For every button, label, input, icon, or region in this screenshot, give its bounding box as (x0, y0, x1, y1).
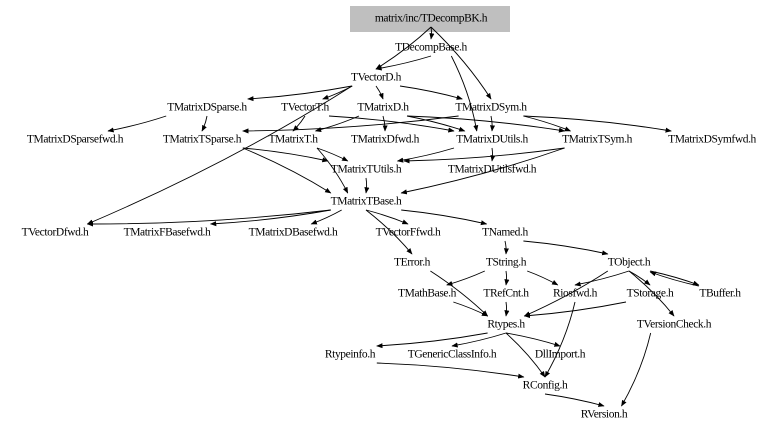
node-TDecompBase[interactable]: TDecompBase.h (395, 42, 468, 54)
edge-TMatrixDUtils-to-TMatrixDUtilsfwd (490, 147, 496, 162)
node-RConfig[interactable]: RConfig.h (523, 380, 569, 392)
edge-Rtypes-to-DllImport (505, 332, 561, 347)
edge-TNamed-to-TString (503, 240, 509, 255)
edge-TString-to-TRefCnt (504, 270, 510, 286)
root-node-label[interactable]: matrix/inc/TDecompBK.h (375, 13, 488, 25)
edge-TStorage-to-Rtypes (523, 301, 627, 319)
node-TNamed[interactable]: TNamed.h (482, 227, 529, 239)
edge-Rtypes-to-Rtypeinfo (376, 332, 488, 349)
node-TMatrixDUtils[interactable]: TMatrixDUtils.h (456, 134, 529, 146)
node-TBuffer[interactable]: TBuffer.h (699, 288, 741, 300)
edge-TMatrixD-to-TMatrixDfwd (382, 115, 388, 132)
edge-TString-to-Riosfwd (527, 270, 559, 286)
node-DllImport[interactable]: DllImport.h (535, 349, 586, 361)
edge-TVectorD-to-TMatrixD (375, 85, 384, 100)
edge-TVectorD-to-TVectorDfwd (86, 85, 353, 225)
node-TMatrixTBase[interactable]: TMatrixTBase.h (331, 196, 403, 208)
edge-TString-to-TMathBase (446, 270, 485, 286)
node-Rtypeinfo[interactable]: Rtypeinfo.h (325, 349, 376, 361)
node-TString[interactable]: TString.h (486, 257, 527, 269)
edge-root-to-TVectorD (375, 26, 432, 70)
edge-TMatrixTBase-to-TVectorDfwd (86, 209, 331, 227)
edge-TObject-to-Riosfwd (574, 270, 630, 287)
node-TRefCnt[interactable]: TRefCnt.h (483, 288, 529, 300)
edge-TMatrixDUtils-to-TMatrixTUtils (396, 147, 455, 163)
edge-TObject-to-TBuffer (650, 270, 700, 286)
edge-TVectorT-to-TMatrixDUtils (328, 115, 455, 133)
node-TMatrixDSym[interactable]: TMatrixDSym.h (455, 102, 527, 114)
edge-TVectorD-to-TMatrixDSym (399, 85, 463, 100)
edge-TMatrixTSparse-to-TMatrixTBase (242, 147, 332, 194)
node-TVectorFfwd[interactable]: TVectorFfwd.h (376, 227, 442, 239)
node-TMatrixD[interactable]: TMatrixD.h (357, 102, 409, 114)
node-TMatrixDSymfwd[interactable]: TMatrixDSymfwd.h (668, 134, 757, 146)
node-TStorage[interactable]: TStorage.h (627, 288, 675, 300)
edge-TMatrixDSym-to-TMatrixTSparse (242, 115, 459, 134)
node-TMatrixTSparse[interactable]: TMatrixTSparse.h (163, 134, 242, 146)
node-TMathBase[interactable]: TMathBase.h (398, 288, 457, 300)
edge-root-to-TMatrixDSym (430, 26, 492, 100)
node-TMatrixDSparsefwd[interactable]: TMatrixDSparsefwd.h (27, 134, 124, 146)
edge-TMatrixD-to-TMatrixT (314, 115, 360, 132)
node-Rtypes[interactable]: Rtypes.h (487, 319, 525, 331)
edge-RConfig-to-RVersion (544, 393, 605, 407)
edge-TObject-to-TVersionCheck (628, 270, 675, 317)
node-TGenericClassInfo[interactable]: TGenericClassInfo.h (408, 349, 498, 361)
edge-TVectorD-to-TVectorT (322, 85, 353, 100)
node-RVersion[interactable]: RVersion.h (581, 409, 629, 421)
edge-TVersionCheck-to-RVersion (621, 332, 652, 407)
edge-TMatrixTBase-to-TVectorFfwd (365, 209, 409, 225)
node-TMatrixDfwd[interactable]: TMatrixDfwd.h (351, 134, 420, 146)
edge-TMatrixDSym-to-TMatrixDUtils (490, 115, 496, 132)
node-TMatrixDSparse[interactable]: TMatrixDSparse.h (167, 102, 248, 114)
node-TVectorD[interactable]: TVectorD.h (351, 72, 402, 84)
edge-TMatrixTSym-to-TMatrixTBase (400, 147, 565, 195)
node-TVectorDfwd[interactable]: TVectorDfwd.h (22, 227, 90, 239)
node-TMatrixFBasefwd[interactable]: TMatrixFBasefwd.h (124, 227, 212, 239)
node-TMatrixT[interactable]: TMatrixT.h (268, 134, 318, 146)
edge-TRefCnt-to-Rtypes (504, 301, 510, 317)
edge-Rtypes-to-TGenericClassInfo (451, 332, 507, 348)
edge-TNamed-to-TObject (523, 240, 609, 256)
edge-TMatrixD-to-TMatrixDUtils (406, 115, 466, 132)
edges (86, 26, 700, 407)
edge-TDecompBase-to-TMatrixDUtils (450, 55, 479, 132)
edge-TMatrixTSparse-to-TMatrixTUtils (242, 147, 329, 163)
node-TError[interactable]: TError.h (394, 257, 431, 269)
edge-TMatrixT-to-TMatrixTBase (316, 147, 349, 194)
node-TVectorT[interactable]: TVectorT.h (281, 102, 330, 114)
edge-TMatrixTUtils-to-TMatrixTBase (364, 177, 370, 194)
node-TVersionCheck[interactable]: TVersionCheck.h (637, 319, 712, 331)
edge-TBuffer-to-TObject (649, 271, 699, 287)
edge-TMatrixDSparse-to-TMatrixDSparsefwd (107, 115, 167, 133)
node-TMatrixDUtilsfwd[interactable]: TMatrixDUtilsfwd.h (448, 164, 537, 176)
edge-Rtypeinfo-to-RConfig (376, 362, 525, 379)
edge-Riosfwd-to-RConfig (544, 301, 576, 378)
edge-TMatrixTSym-to-TMatrixTUtils (403, 147, 565, 164)
node-Riosfwd[interactable]: Riosfwd.h (553, 288, 598, 300)
edge-TMatrixD-to-TMatrixTSym (406, 115, 566, 133)
edge-TMatrixTBase-to-TError (365, 209, 413, 255)
edge-Rtypes-to-RConfig (505, 332, 546, 378)
nodes: matrix/inc/TDecompBK.hTDecompBase.hTVect… (22, 13, 757, 421)
edge-TMatrixTBase-to-TMatrixFBasefwd (209, 209, 331, 227)
node-TMatrixTSym[interactable]: TMatrixTSym.h (562, 134, 633, 146)
edge-TMatrixDSparse-to-TMatrixTSparse (201, 115, 208, 132)
edge-TMathBase-to-Rtypes (453, 301, 489, 317)
edge-TObject-to-Rtypes (523, 270, 609, 317)
edge-TDecompBase-to-TVectorD (375, 55, 432, 71)
edge-TMatrixTBase-to-TMatrixDBasefwd (310, 209, 342, 225)
edge-TMatrixTBase-to-TNamed (401, 209, 488, 226)
edge-TMatrixDSym-to-TMatrixTSym (523, 115, 572, 132)
node-TMatrixDBasefwd[interactable]: TMatrixDBasefwd.h (249, 227, 339, 239)
edge-TMatrixDSym-to-TMatrixDSymfwd (523, 115, 672, 133)
edge-TVectorD-to-TMatrixDSparse (247, 85, 353, 102)
edge-TMatrixT-to-TMatrixTUtils (316, 147, 349, 162)
node-TMatrixTUtils[interactable]: TMatrixTUtils.h (331, 164, 402, 176)
node-TObject[interactable]: TObject.h (608, 257, 652, 269)
